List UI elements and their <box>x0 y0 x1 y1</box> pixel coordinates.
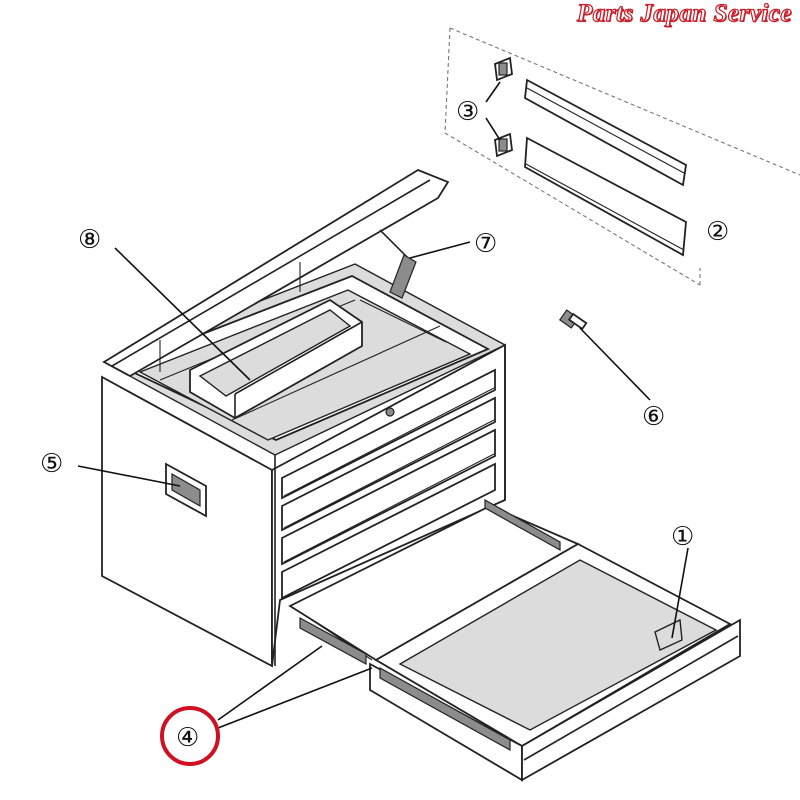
closed-drawers <box>281 368 496 600</box>
callout-3: ③ <box>456 97 479 127</box>
brand-watermark: Parts Japan Service <box>576 0 792 28</box>
callout-7: ⑦ <box>474 229 497 259</box>
leader-lines <box>77 81 689 729</box>
callout-4: ④ <box>176 723 199 753</box>
part-4-drawer-slides <box>299 498 561 752</box>
chest-lid <box>102 168 450 378</box>
callout-5: ⑤ <box>40 449 63 479</box>
part-8-tray <box>189 298 363 420</box>
callout-4-highlight <box>160 706 220 766</box>
kit-dashed-box <box>444 27 800 286</box>
part-3-clip-upper <box>494 56 513 82</box>
part-7-lid-stay <box>379 229 417 299</box>
part-1-drawer-label <box>654 618 683 651</box>
callout-6: ⑥ <box>642 402 665 432</box>
part-2-rail-upper <box>524 78 687 187</box>
part-2-rail-lower <box>524 136 687 257</box>
callout-2: ② <box>706 217 729 247</box>
open-drawer <box>288 505 741 782</box>
callout-8: ⑧ <box>78 225 101 255</box>
callout-1: ① <box>671 522 694 552</box>
part-6-bolt <box>558 309 588 331</box>
